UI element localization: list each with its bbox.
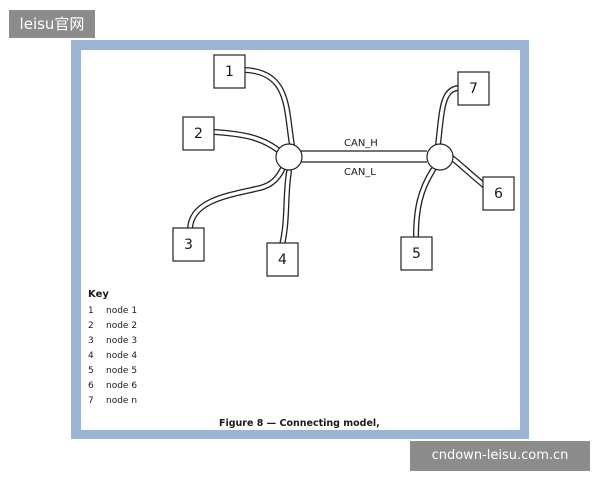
hub-right <box>426 143 454 171</box>
node-6: 6 <box>482 176 515 211</box>
key-item-number: 7 <box>88 396 94 406</box>
node-6-label: 6 <box>494 186 503 202</box>
key-item-number: 5 <box>88 366 94 376</box>
node-5-label: 5 <box>412 246 421 262</box>
node-2: 2 <box>182 116 215 151</box>
key-item-label: node 5 <box>106 366 138 376</box>
watermark-top: leisu官网 <box>9 10 95 38</box>
key-item-label: node 1 <box>106 306 138 316</box>
key-item: 5 node 5 <box>88 364 137 379</box>
cable-insides <box>188 68 487 247</box>
diagram-key: Key 1 node 1 2 node 2 3 node 3 4 node 4 5 nod… <box>88 289 137 409</box>
node-5: 5 <box>400 236 433 271</box>
node-4: 4 <box>266 242 299 277</box>
key-item: 4 node 4 <box>88 349 137 364</box>
figure-caption: Figure 8 — Connecting model, <box>219 418 380 429</box>
key-item: 6 node 6 <box>88 379 137 394</box>
node-2-label: 2 <box>194 126 203 142</box>
node-4-label: 4 <box>278 252 287 268</box>
key-item-label: node 3 <box>106 336 138 346</box>
key-item: 3 node 3 <box>88 334 137 349</box>
node-3-label: 3 <box>184 237 193 253</box>
key-item-number: 1 <box>88 306 94 316</box>
node-7: 7 <box>457 71 490 106</box>
hub-left <box>275 143 303 171</box>
node-7-label: 7 <box>469 81 478 97</box>
key-item: 1 node 1 <box>88 304 137 319</box>
key-item-number: 4 <box>88 351 94 361</box>
key-item-label: node 6 <box>106 381 138 391</box>
node-1: 1 <box>213 54 246 89</box>
key-item: 2 node 2 <box>88 319 137 334</box>
node-3: 3 <box>172 227 205 262</box>
node-1-label: 1 <box>225 64 234 80</box>
key-item-number: 2 <box>88 321 94 331</box>
key-item: 7 node n <box>88 394 137 409</box>
can-bus-lines <box>301 150 427 163</box>
cable-node-3 <box>187 167 285 233</box>
watermark-bottom: cndown-leisu.com.cn <box>410 441 590 471</box>
key-item-label: node 4 <box>106 351 138 361</box>
key-item-number: 6 <box>88 381 94 391</box>
key-item-label: node n <box>106 396 138 406</box>
can-h-label: CAN_H <box>344 138 378 149</box>
figure-paper <box>81 50 520 430</box>
can-l-label: CAN_L <box>344 167 376 178</box>
key-item-label: node 2 <box>106 321 138 331</box>
key-item-number: 3 <box>88 336 94 346</box>
key-title: Key <box>88 289 109 300</box>
